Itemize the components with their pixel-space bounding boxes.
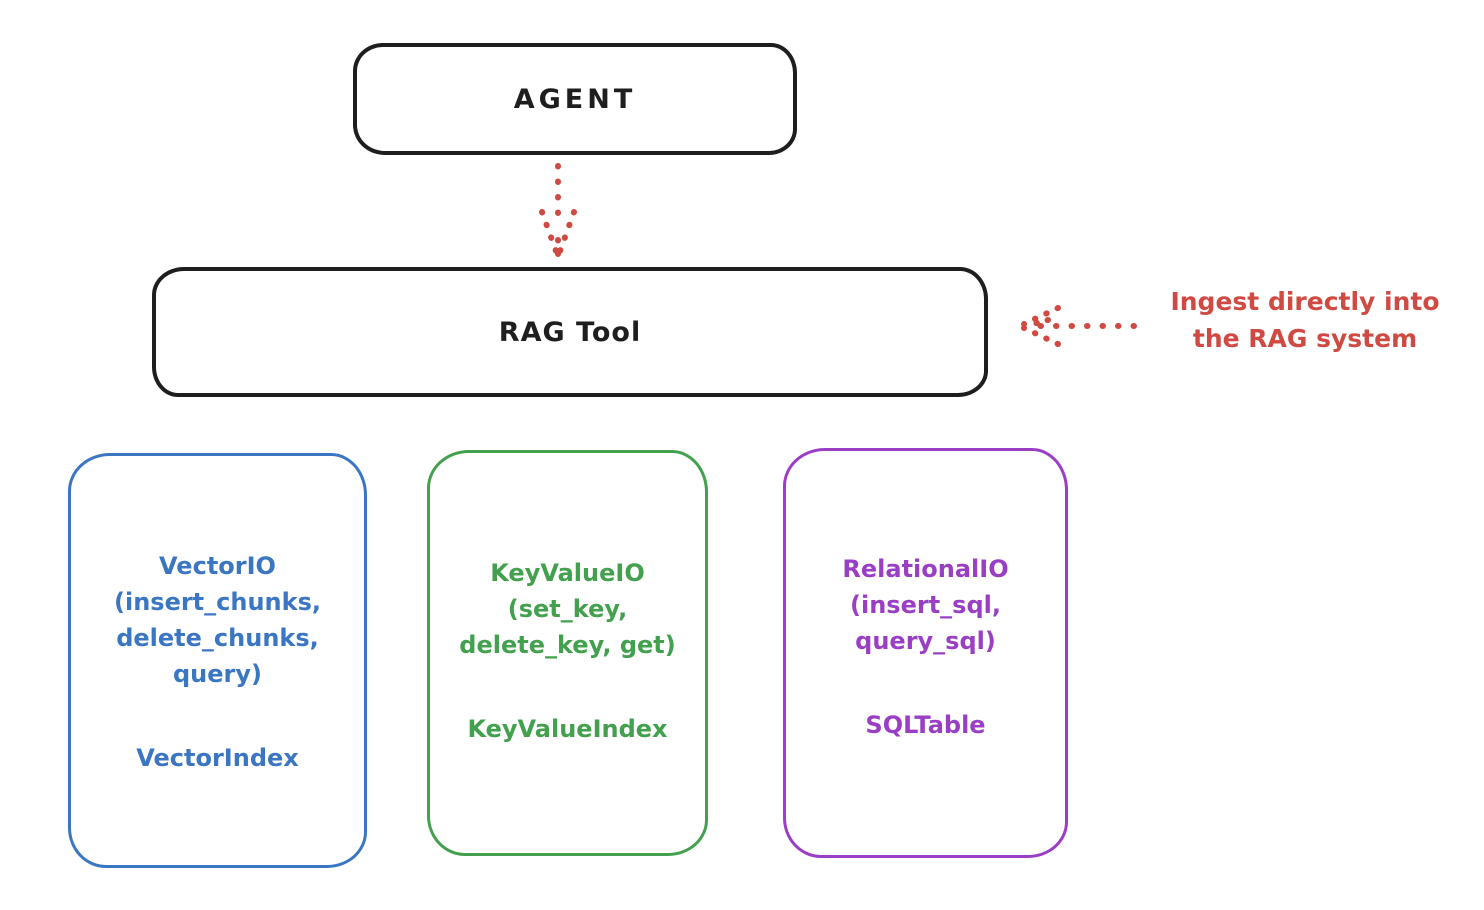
keyvalue-io-params-line: delete_key, get): [459, 631, 676, 659]
rag-tool-label: RAG Tool: [498, 316, 642, 348]
keyvalue-io-node: KeyValueIO (set_key, delete_key, get) Ke…: [427, 450, 708, 856]
relational-io-params-line: query_sql): [855, 627, 996, 655]
vector-io-params-line: (insert_chunks,: [114, 588, 321, 616]
vector-index-label: VectorIndex: [136, 744, 299, 772]
sqltable-label: SQLTable: [865, 711, 986, 739]
relational-io-node: RelationalIO (insert_sql, query_sql) SQL…: [783, 448, 1068, 858]
agent-node: AGENT: [353, 43, 797, 155]
vector-io-params-line: query): [173, 660, 262, 688]
keyvalue-io-params-line: (set_key,: [507, 595, 628, 623]
arrow-agent-to-ragtool-icon: [539, 163, 577, 261]
annotation-line-2: the RAG system: [1192, 324, 1418, 353]
relational-io-params-line: (insert_sql,: [850, 591, 1001, 619]
annotation-text: Ingest directly into the RAG system: [1140, 283, 1470, 357]
agent-label: AGENT: [513, 83, 637, 115]
vector-io-params-line: delete_chunks,: [116, 624, 319, 652]
rag-tool-node: RAG Tool: [152, 267, 988, 397]
relational-io-title: RelationalIO: [842, 555, 1009, 583]
vector-io-node: VectorIO (insert_chunks, delete_chunks, …: [68, 453, 367, 868]
vector-io-title: VectorIO: [159, 552, 276, 580]
annotation-line-1: Ingest directly into: [1170, 287, 1440, 316]
keyvalue-index-label: KeyValueIndex: [467, 715, 668, 743]
keyvalue-io-title: KeyValueIO: [490, 559, 645, 587]
arrow-annotation-to-ragtool-icon: [1021, 305, 1137, 347]
